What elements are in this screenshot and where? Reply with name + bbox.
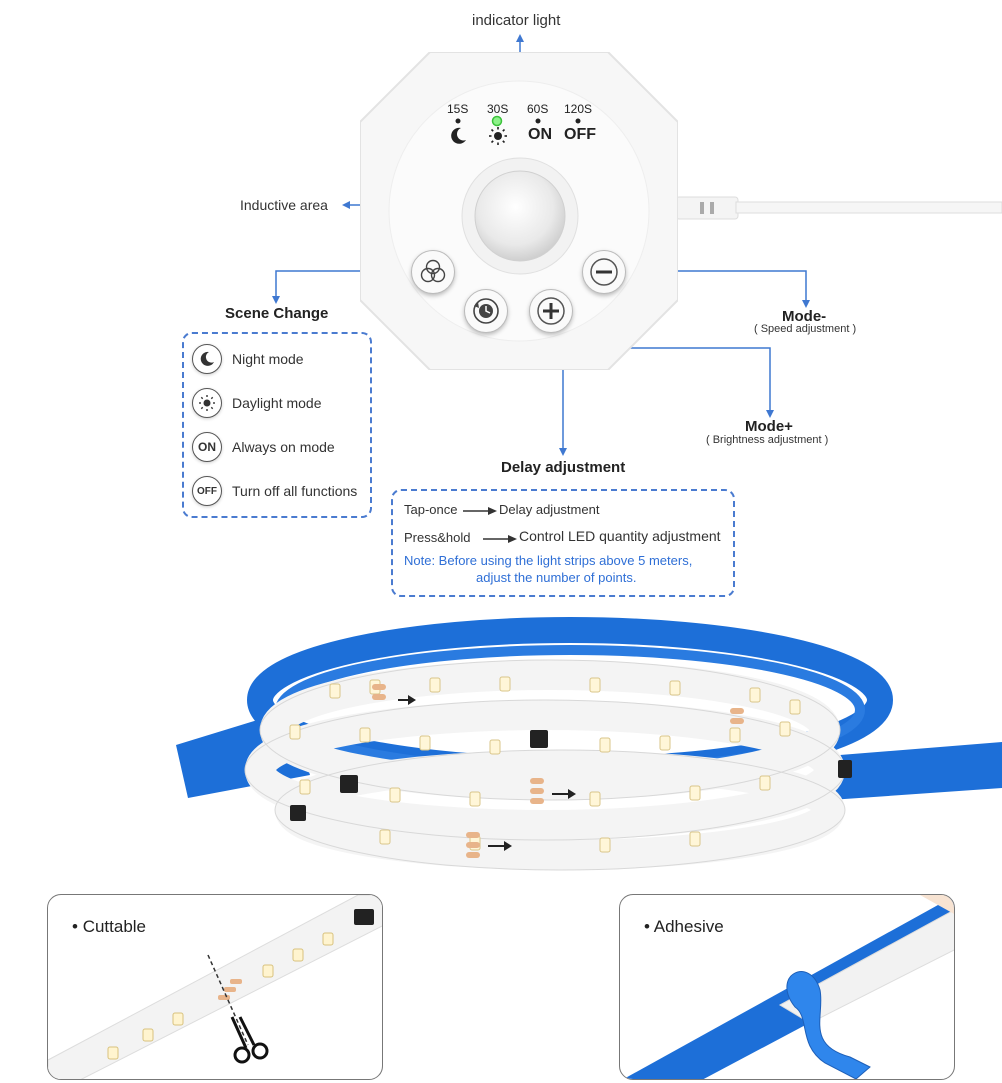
sun-icon bbox=[489, 127, 507, 145]
delay-note-line2: adjust the number of points. bbox=[476, 570, 637, 585]
sensor-controller bbox=[359, 51, 679, 371]
adhesive-text: Adhesive bbox=[653, 917, 724, 936]
cuttable-text: Cuttable bbox=[82, 917, 147, 936]
delay-box: Tap-once Delay adjustment Press&hold Con… bbox=[391, 489, 735, 597]
plus-icon bbox=[537, 297, 565, 325]
off-icon: OFF bbox=[192, 476, 222, 506]
mode-row-daylight: Daylight mode bbox=[192, 388, 322, 418]
off-label: OFF bbox=[564, 126, 596, 143]
timer-60s: 60S bbox=[527, 102, 549, 116]
indicator-light-label: indicator light bbox=[472, 12, 561, 29]
sun-icon bbox=[192, 388, 222, 418]
mode-label: Always on mode bbox=[232, 439, 335, 455]
on-icon: ON bbox=[192, 432, 222, 462]
cuttable-feature: • Cuttable bbox=[47, 894, 383, 1080]
scissors-icon bbox=[230, 1016, 269, 1064]
adhesive-feature: • Adhesive bbox=[619, 894, 955, 1080]
press-hold-result: Control LED quantity adjustment bbox=[519, 528, 721, 544]
on-label: ON bbox=[528, 126, 552, 143]
mode-row-night: Night mode bbox=[192, 344, 304, 374]
mode-row-off: OFF Turn off all functions bbox=[192, 476, 357, 506]
power-cable bbox=[675, 195, 1002, 221]
timer-120s: 120S bbox=[564, 102, 593, 116]
delay-button[interactable] bbox=[464, 289, 508, 333]
mode-plus-title: Mode+ bbox=[745, 418, 793, 435]
indicator-dots bbox=[455, 115, 581, 127]
arrow-right-icon bbox=[463, 507, 497, 515]
mode-minus-sub: ( Speed adjustment ) bbox=[754, 323, 857, 335]
mode-label: Turn off all functions bbox=[232, 483, 358, 499]
adhesive-label: • Adhesive bbox=[644, 917, 724, 936]
cuttable-strip-illustration bbox=[48, 895, 382, 1079]
moon-icon bbox=[451, 127, 466, 144]
mode-minus-button[interactable] bbox=[582, 250, 626, 294]
inductive-area-label: Inductive area bbox=[240, 197, 328, 213]
scene-change-title: Scene Change bbox=[225, 305, 329, 322]
cuttable-label: • Cuttable bbox=[72, 917, 147, 936]
scene-change-box: Night mode Daylight mode ON Always on mo… bbox=[182, 332, 372, 518]
mode-plus-button[interactable] bbox=[529, 289, 573, 333]
tap-once-result: Delay adjustment bbox=[499, 502, 600, 517]
clock-refresh-icon bbox=[473, 298, 499, 324]
mode-plus-sub: ( Brightness adjustment ) bbox=[706, 434, 829, 446]
delay-note-line1: Note: Before using the light strips abov… bbox=[404, 553, 693, 568]
mode-minus-title: Mode- bbox=[782, 308, 827, 325]
timer-15s: 15S bbox=[447, 102, 469, 116]
mode-label: Daylight mode bbox=[232, 395, 322, 411]
minus-icon bbox=[590, 258, 618, 286]
mode-label: Night mode bbox=[232, 351, 304, 367]
scene-change-button[interactable] bbox=[411, 250, 455, 294]
led-strip-reel bbox=[170, 610, 1002, 885]
arrow-right-icon bbox=[483, 535, 517, 543]
tap-once-label: Tap-once bbox=[404, 502, 458, 517]
rgb-circles-icon bbox=[420, 259, 446, 283]
adhesive-strip-illustration bbox=[623, 895, 954, 1079]
delay-title: Delay adjustment bbox=[501, 459, 626, 476]
moon-icon bbox=[192, 344, 222, 374]
timer-30s: 30S bbox=[487, 102, 509, 116]
mode-row-always-on: ON Always on mode bbox=[192, 432, 335, 462]
press-hold-label: Press&hold bbox=[404, 530, 471, 545]
